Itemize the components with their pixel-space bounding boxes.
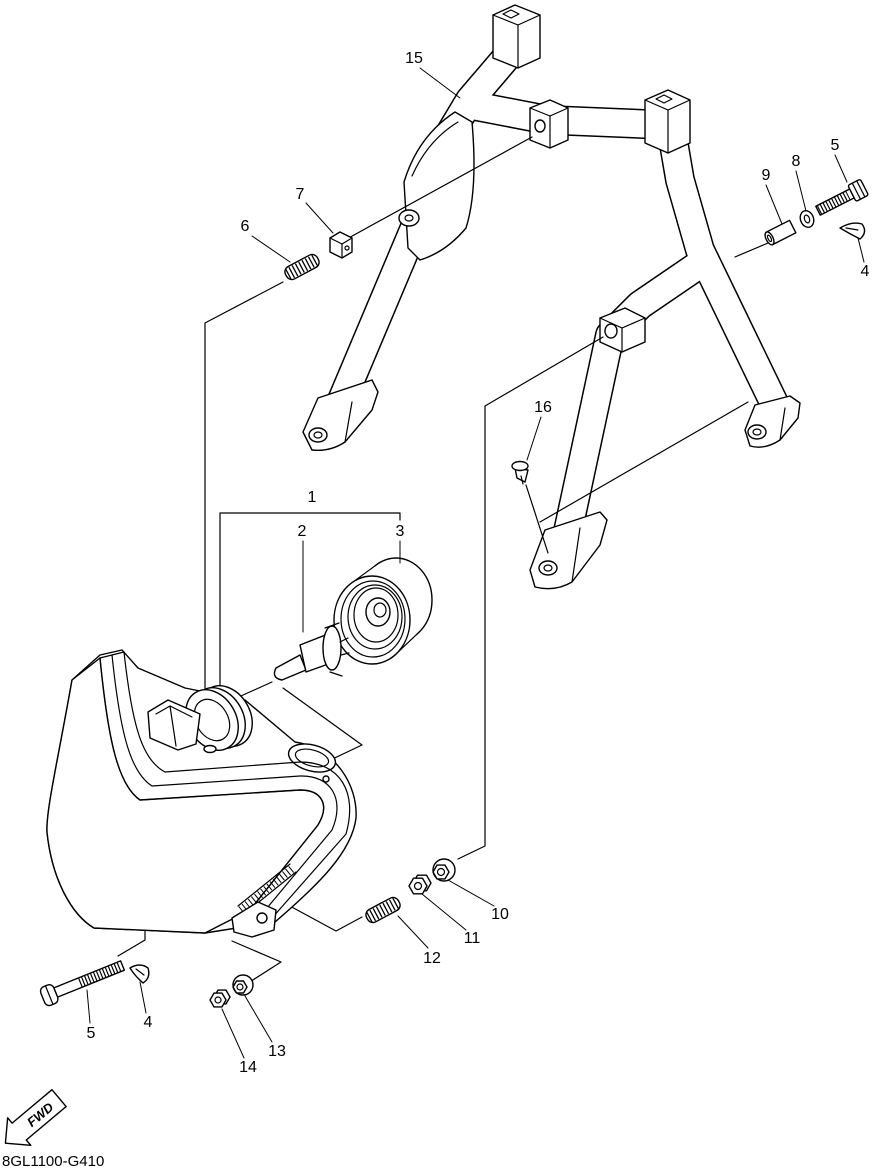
callout-frame: 15 <box>405 50 423 67</box>
callout-washer: 8 <box>792 153 801 170</box>
arrow-icon <box>4 1089 67 1147</box>
bolt-upper <box>815 179 869 216</box>
callout-nut-lower: 14 <box>239 1059 257 1076</box>
pin-upper <box>839 222 866 240</box>
callout-pin-upper: 4 <box>861 263 870 280</box>
alignment-line <box>457 336 604 860</box>
frame-right-foot <box>744 395 801 448</box>
alignment-lines <box>117 136 769 986</box>
callout-rivet: 16 <box>534 399 552 416</box>
callout-spring-upper: 6 <box>241 218 250 235</box>
headlight-bezel-bands <box>99 651 351 919</box>
flange-nut-lower <box>232 974 254 996</box>
callout-flange-nut-lower: 13 <box>268 1043 286 1060</box>
callout-flange-nut-right: 10 <box>491 906 509 923</box>
callout-spring-lower: 12 <box>423 950 441 967</box>
callout-cap: 3 <box>396 523 405 540</box>
pin-lower <box>129 964 150 984</box>
frame-top-left-tab <box>492 4 541 69</box>
alignment-line <box>287 904 363 932</box>
alignment-line <box>204 281 284 691</box>
frame-top-right-tab <box>644 89 691 154</box>
spring-lower <box>365 896 401 924</box>
nut-right <box>408 874 432 895</box>
headlight-mounting-lug <box>231 901 277 938</box>
alignment-line <box>231 940 282 986</box>
bolt-lower <box>39 960 126 1007</box>
bulb-cover-cap <box>333 557 433 665</box>
callout-headlight-assy: 1 <box>308 489 317 506</box>
alignment-line <box>525 484 549 554</box>
headlight-rear-socket <box>185 685 253 751</box>
callout-collar: 9 <box>762 167 771 184</box>
forward-direction-arrow: FWD <box>4 1089 67 1147</box>
collar <box>764 219 797 246</box>
callout-labels: 15 7 6 9 8 5 4 16 1 2 3 10 11 12 5 4 14 … <box>87 50 870 1076</box>
nut-lower <box>209 989 231 1008</box>
washer <box>799 210 815 228</box>
frame-middle-foot <box>529 511 608 590</box>
diagram-code: 8GL1100-G410 <box>2 1153 104 1170</box>
frame-plate-hole <box>398 209 420 227</box>
callout-bulb: 2 <box>298 523 307 540</box>
headlight-right-dome <box>287 743 337 773</box>
headlight-screw <box>203 744 217 754</box>
alignment-line <box>734 242 769 258</box>
frame-middle-bracket <box>599 307 646 353</box>
headlight-stay-frame <box>302 4 801 590</box>
headlight-socket-holder <box>147 699 201 751</box>
headlight-assembly <box>46 649 357 938</box>
headlight-bulb <box>273 622 350 681</box>
callout-pin-lower: 4 <box>144 1014 153 1031</box>
callout-nut-right: 11 <box>464 930 481 947</box>
bulb-flange <box>322 625 342 671</box>
assembly-bracket-line <box>219 512 401 691</box>
spring-upper <box>284 253 320 281</box>
rivet <box>511 460 529 485</box>
frame-left-plate <box>398 111 475 261</box>
callout-bolt-lower: 5 <box>87 1025 96 1042</box>
frame-left-foot <box>302 379 379 452</box>
flange-nut-right <box>432 858 456 882</box>
frame-center-bracket <box>529 99 569 149</box>
clip-nut-upper <box>329 231 353 259</box>
alignment-line <box>344 136 533 241</box>
bulb-glass <box>273 654 307 681</box>
callout-bolt-upper: 5 <box>831 137 840 154</box>
callout-clip-nut-upper: 7 <box>296 186 305 203</box>
headlight-screw <box>322 775 330 783</box>
leader-lines <box>86 67 865 1059</box>
alignment-line <box>539 401 749 523</box>
